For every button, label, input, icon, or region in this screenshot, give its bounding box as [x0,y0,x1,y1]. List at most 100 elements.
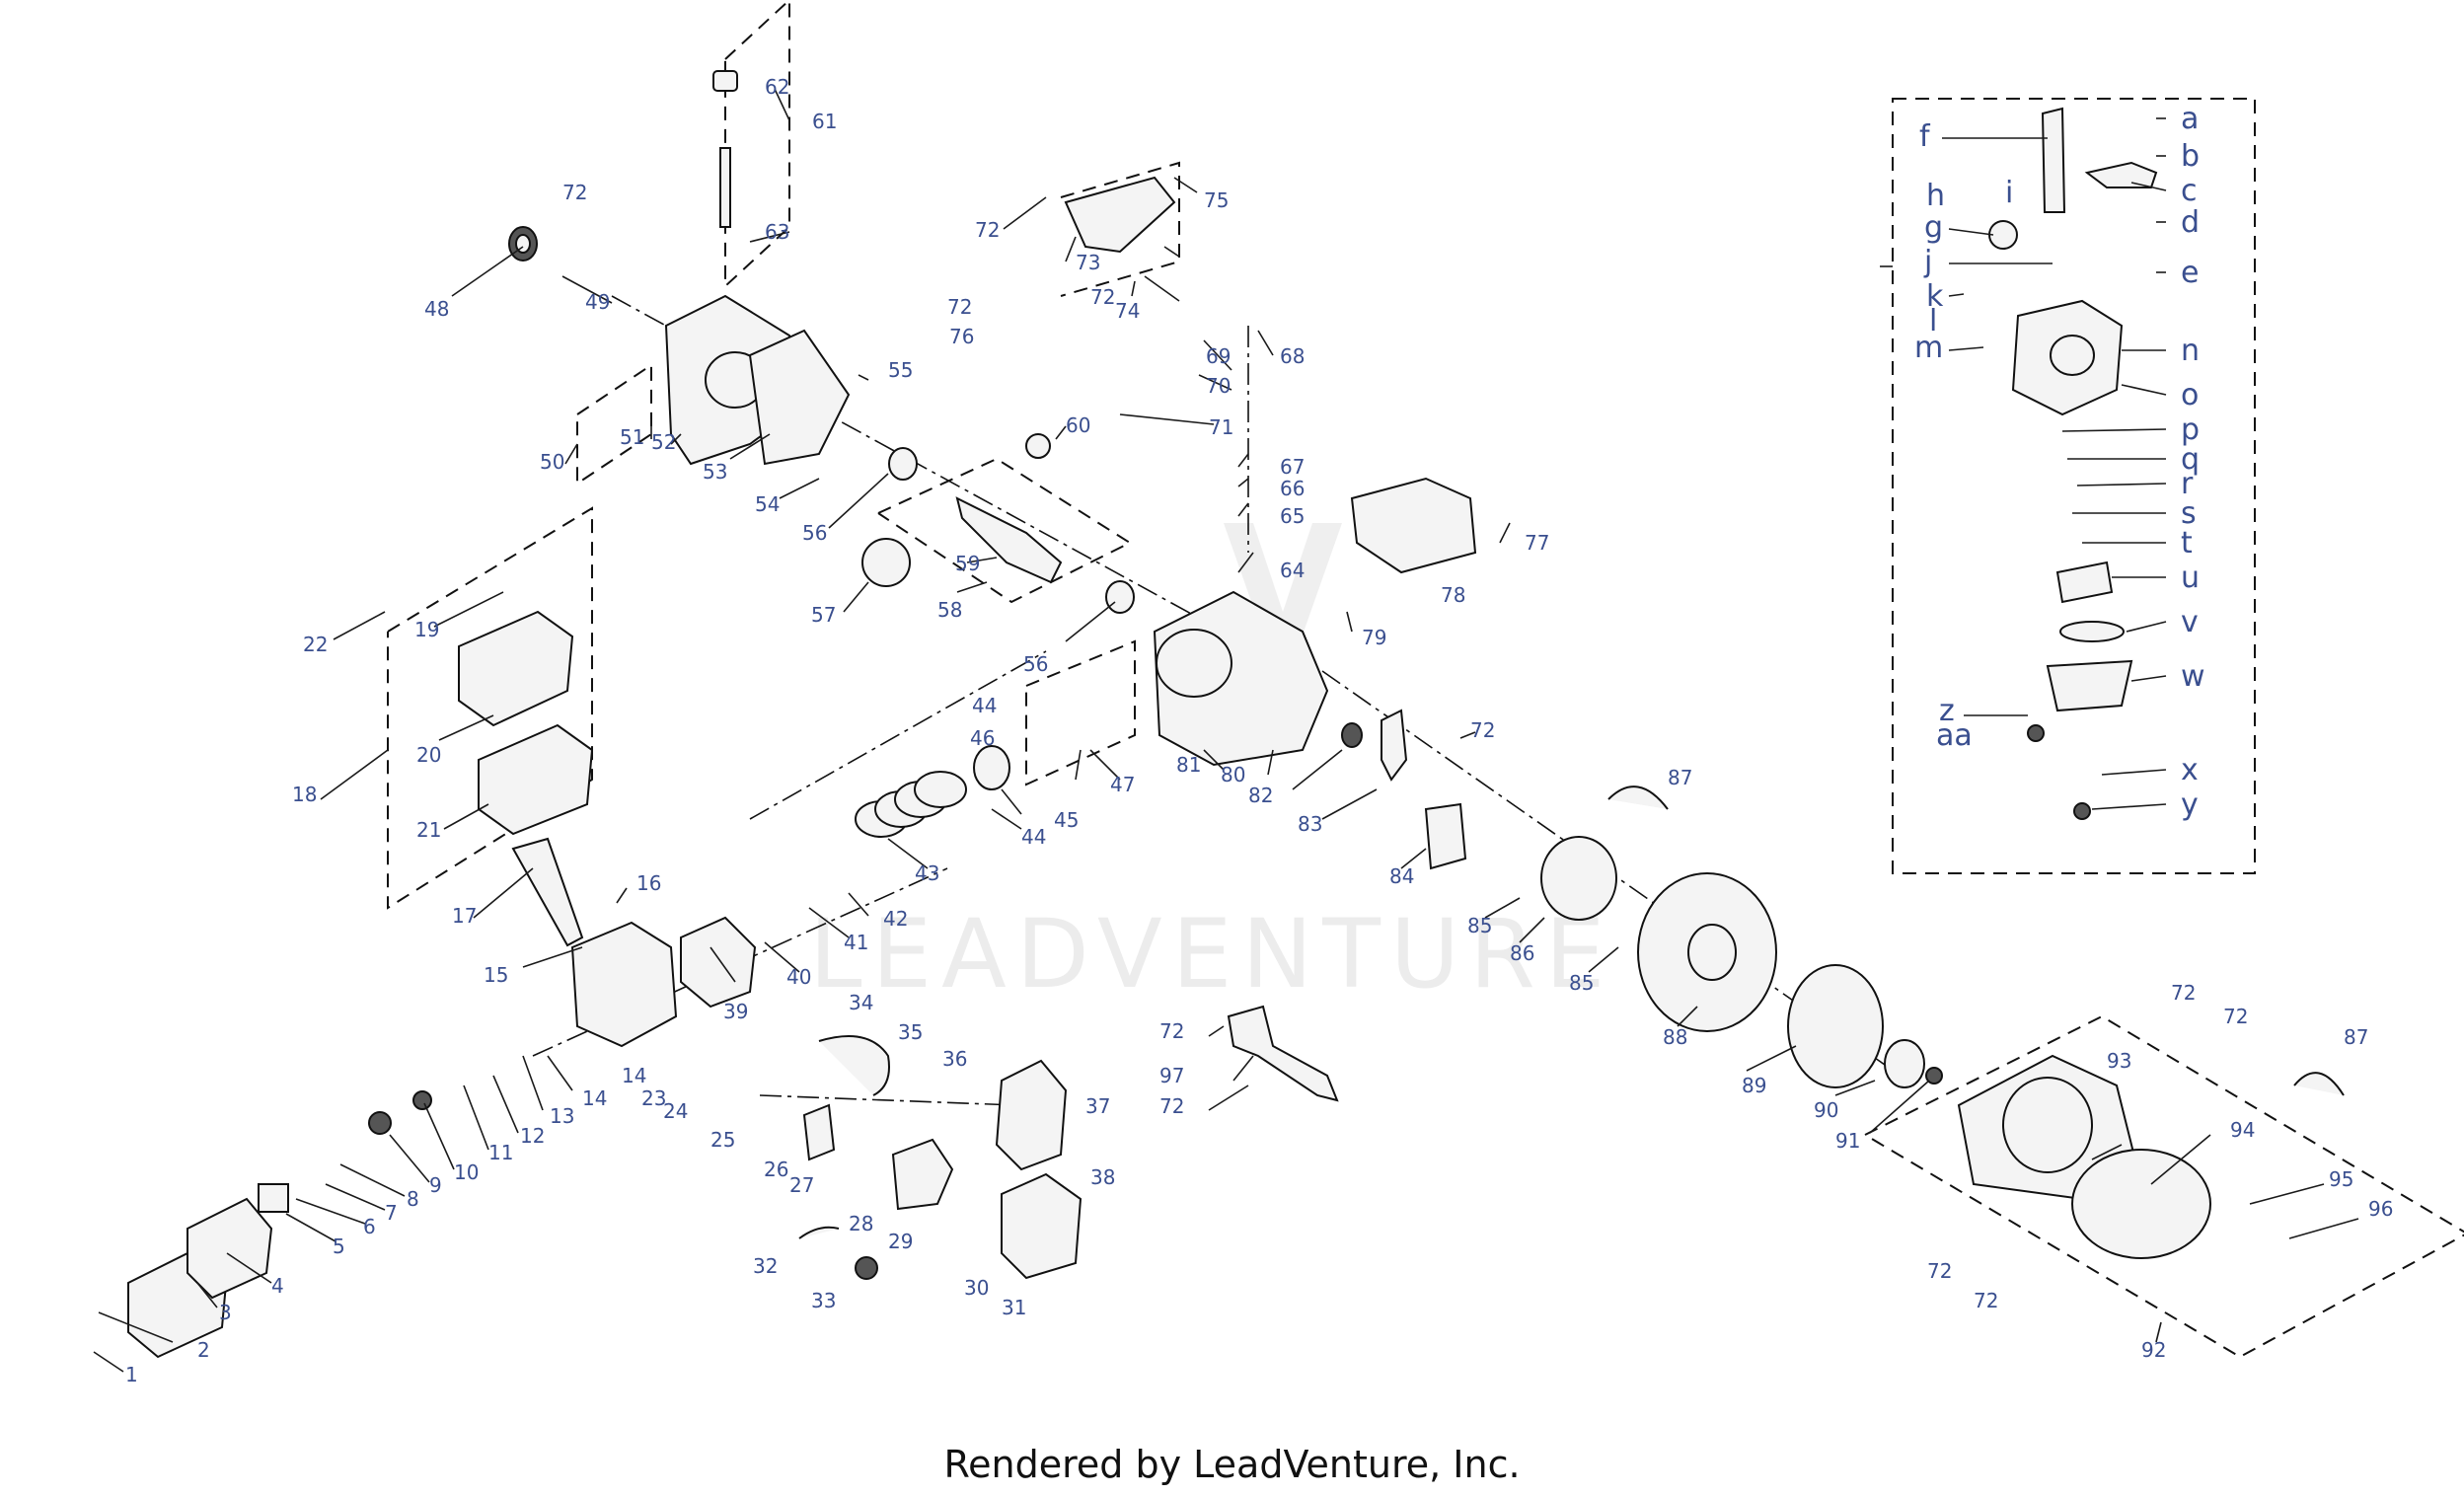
callout-14b: 14 [582,1086,607,1110]
callout-60: 60 [1066,413,1090,437]
carburetor-detail-group [1988,107,2158,820]
callout-24: 24 [663,1099,688,1123]
callout-19: 19 [414,618,439,641]
gasket-53-icon [748,329,851,466]
callout-96: 96 [2368,1197,2393,1221]
fuel-line-icon [798,1226,840,1239]
callout-79: 79 [1362,626,1386,649]
callout-62: 62 [765,75,789,99]
governor-gear-icon [1025,433,1051,459]
callout-44: 44 [972,694,997,717]
group-box-50 [576,363,652,486]
callout-72k: 72 [1974,1289,1998,1312]
callout-w: w [2181,659,2205,694]
throttle-bracket-icon [1227,1005,1339,1102]
group-box-92 [1864,1014,2464,1359]
callout-75: 75 [1204,188,1229,212]
callout-8: 8 [407,1187,419,1211]
callout-61: 61 [812,110,837,133]
callout-d: d [2181,205,2200,240]
callout-13: 13 [550,1104,574,1128]
watermark-text: LEADVENTURE [809,899,1614,1010]
callout-85: 85 [1467,914,1492,937]
carburetor-leaders [1942,117,2167,810]
callout-46: 46 [970,726,995,750]
breather-tube-icon [818,1035,890,1096]
callout-4: 4 [271,1274,284,1298]
callout-58: 58 [937,598,962,622]
blower-opening-icon [2002,1077,2093,1173]
carb-axis [759,1094,1017,1106]
callout-38: 38 [1090,1165,1115,1189]
group-box-73 [1060,161,1180,297]
callout-25: 25 [710,1128,735,1152]
callout-83: 83 [1298,812,1322,836]
callout-77: 77 [1525,531,1549,555]
callout-23: 23 [641,1086,666,1110]
recoil-starter-icon [2071,1149,2211,1259]
bearing-front-icon [888,447,918,481]
callout-31: 31 [1002,1296,1026,1319]
callout-5: 5 [333,1234,345,1258]
callout-36: 36 [942,1047,967,1071]
callout-87b: 87 [2344,1025,2368,1049]
callout-86: 86 [1510,941,1534,965]
carburetor-icon [891,1138,954,1211]
piston-axis [749,650,1047,820]
callout-95: 95 [2329,1167,2353,1191]
air-filter-housing-icon [1001,1172,1083,1280]
cooling-fan-icon [1787,964,1884,1088]
callout-o: o [2181,378,2199,412]
callout-3: 3 [219,1301,232,1324]
callout-72j: 72 [1927,1259,1952,1283]
callout-64: 64 [1280,559,1305,582]
callout-97: 97 [1159,1064,1184,1087]
flywheel-hub-icon [1687,924,1737,981]
carb-bowl-gasket-icon [2059,621,2125,642]
callout-26: 26 [764,1158,788,1181]
rocker-arm-icon [258,1183,289,1213]
callout-v: v [2181,605,2199,639]
callout-72: 72 [562,181,587,204]
callout-j: j [1923,245,1932,279]
callout-a: a [2181,102,2199,136]
carburetor-callouts: a b c d e f g h i j k l m n o p q r s t … [1914,102,2205,822]
callout-40: 40 [786,965,811,989]
callout-39: 39 [723,1000,748,1023]
callout-p: p [2181,412,2200,447]
callout-81: 81 [1176,753,1201,777]
callout-k: k [1926,279,1944,314]
callout-34: 34 [849,991,873,1014]
cylinder-head-icon [570,921,678,1048]
callout-9: 9 [429,1173,442,1197]
callout-78: 78 [1441,583,1465,607]
callout-41: 41 [844,931,868,954]
air-cleaner-cover-icon [458,610,574,727]
callout-g: g [1924,210,1943,245]
valve-cover-gasket-icon [187,1197,273,1300]
callout-69: 69 [1206,344,1231,368]
callout-72f: 72 [1159,1019,1184,1043]
callout-22: 22 [303,633,328,656]
callout-72d: 72 [1090,285,1115,309]
bearing-rear-icon [1105,580,1135,614]
callout-15: 15 [484,963,508,987]
air-cleaner-element-icon [478,723,594,836]
dipstick-tube-icon [719,147,731,228]
callout-72e: 72 [1470,718,1495,742]
callout-92: 92 [2141,1338,2166,1362]
callout-21: 21 [416,818,441,842]
callout-6: 6 [363,1215,376,1238]
callout-84: 84 [1389,864,1414,888]
callout-42: 42 [883,907,908,931]
callout-x: x [2181,753,2199,787]
callout-35: 35 [898,1020,923,1044]
callout-16: 16 [636,871,661,895]
callout-89: 89 [1742,1074,1766,1097]
pushrod-icon [511,837,584,947]
carb-drain-screw-icon [2073,802,2091,820]
carb-float-icon [2055,561,2114,604]
callout-51: 51 [620,425,644,449]
callout-90: 90 [1814,1098,1838,1122]
